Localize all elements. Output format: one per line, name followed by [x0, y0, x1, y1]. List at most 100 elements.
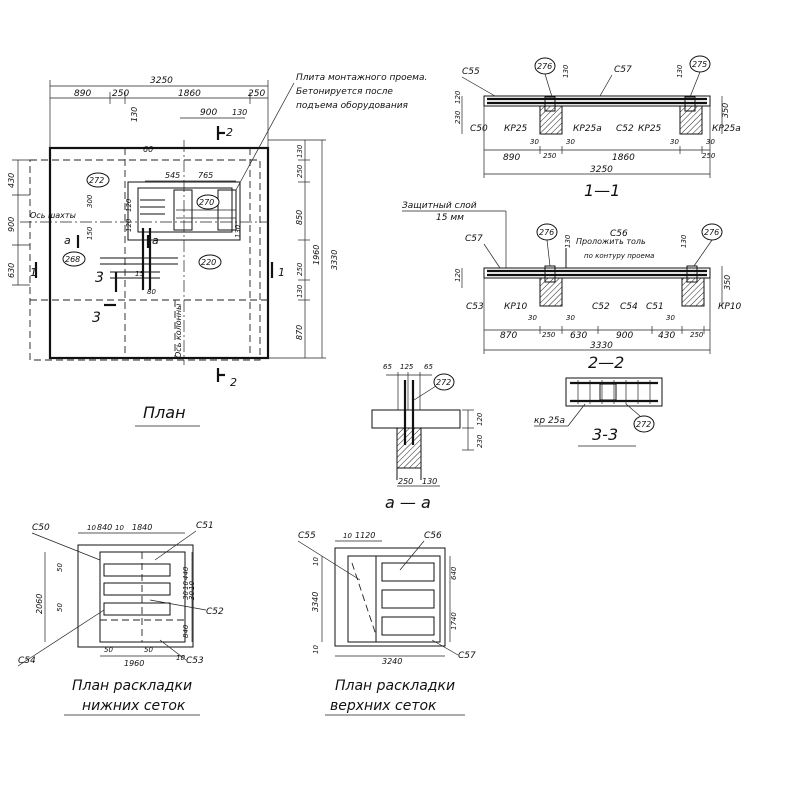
bubble-276: 276	[701, 223, 723, 241]
dim-1-1: 130	[562, 64, 570, 78]
dim-1-1: 30	[706, 138, 715, 146]
svg-text:220: 220	[201, 258, 216, 267]
dim-a-a: 125	[400, 363, 414, 371]
dim-lower-mesh: 1840	[132, 523, 152, 532]
dim-2-2: 130	[680, 234, 688, 248]
dim-lower-mesh: 2060	[35, 594, 44, 614]
plan-title: План	[143, 403, 186, 422]
bubble-268: 268	[62, 251, 86, 267]
dim-1-1: 250	[543, 152, 557, 160]
dim-plan-right: 250	[296, 262, 304, 276]
dim-plan-small: 120	[125, 198, 133, 212]
upper-mesh-title: верхних сеток	[330, 698, 437, 714]
dim-lower-mesh: 840	[97, 523, 112, 532]
dim-1-1: 130	[676, 64, 684, 78]
lower-mesh-plan: С50 С51 С52 С54 С53 10 840 10 1840 2060 …	[17, 521, 224, 716]
dim-lower-mesh: 440	[182, 566, 190, 580]
dim-2-2: 870	[500, 331, 517, 341]
label-c57: С57	[458, 651, 476, 661]
label-kp10: КР10	[504, 302, 528, 312]
note-tar-paper: Проложить толь	[576, 237, 646, 246]
support-1-1-right	[679, 105, 703, 135]
mesh-c52	[103, 582, 171, 596]
support-1-1-left	[539, 105, 563, 135]
mesh-c56	[381, 616, 435, 636]
dim-lower-mesh: 1960	[124, 659, 144, 668]
label-kp10: КР10	[718, 302, 742, 312]
dim-plan-top: 1860	[178, 89, 201, 99]
label-c57: С57	[614, 65, 632, 75]
svg-text:2: 2	[230, 376, 237, 389]
section-1-1: С55 С57 С50 КР25 КР25а С52 КР25 КР25а 27…	[454, 55, 741, 200]
dim-2-2: 900	[616, 331, 633, 341]
dim-1-1: 1860	[612, 153, 635, 163]
dim-upper-mesh: 10	[312, 557, 320, 566]
bubble-220: 220	[198, 254, 222, 270]
dim-a-a: 230	[476, 434, 484, 448]
dim-plan-right: 850	[295, 210, 304, 225]
label-c53: С53	[466, 302, 484, 312]
bubble-272: 272	[633, 415, 655, 433]
label-c56: С56	[610, 229, 628, 239]
dim-upper-mesh: 1120	[355, 531, 375, 540]
label-c51: С51	[196, 521, 214, 531]
dim-2-2: 430	[658, 331, 675, 341]
mesh-c56	[381, 562, 435, 582]
label-kp25a: КР25а	[573, 124, 602, 134]
dim-upper-mesh: 10	[312, 645, 320, 654]
dim-lower-mesh: 50	[56, 563, 64, 572]
slab-a-a	[371, 409, 461, 429]
dim-plan-60: 60	[143, 145, 153, 154]
upper-mesh-title: План раскладки	[335, 678, 455, 694]
dim-plan-right: 870	[295, 325, 304, 340]
label-c52: С52	[616, 124, 634, 134]
dim-2-2: 250	[542, 331, 556, 339]
dim-plan-left: 630	[7, 263, 16, 278]
dim-plan-545: 545	[165, 171, 180, 180]
dim-plan-right: 3330	[330, 250, 339, 270]
dim-a-a: 130	[422, 477, 437, 486]
upper-mesh-inner	[347, 555, 441, 643]
dim-2-2: 350	[723, 275, 732, 290]
plan-outer-slab	[48, 146, 270, 360]
svg-text:1: 1	[30, 266, 37, 279]
mesh-c52	[103, 563, 171, 577]
dim-lower-mesh: 30	[182, 591, 190, 600]
dim-2-2: 250	[690, 331, 704, 339]
dim-plan-right: 250	[296, 164, 304, 178]
dim-plan-130: 130	[232, 108, 247, 117]
svg-text:272: 272	[436, 378, 451, 387]
dim-plan-right: 130	[296, 144, 304, 158]
label-c55: С55	[462, 67, 480, 77]
dim-plan-765: 765	[198, 171, 213, 180]
label-c50: С50	[32, 523, 50, 533]
dim-lower-mesh: 50	[56, 603, 64, 612]
dim-plan-right: 130	[296, 284, 304, 298]
label-kp25a: КР25а	[712, 124, 741, 134]
dim-a-a: 250	[398, 477, 413, 486]
dim-2-2: 30	[528, 314, 537, 322]
dim-plan-130-vert: 130	[130, 107, 139, 122]
dim-upper-mesh: 10	[343, 532, 352, 540]
svg-text:3: 3	[92, 310, 101, 326]
dim-plan-top: 250	[112, 89, 129, 99]
dim-1-1: 230	[454, 110, 462, 124]
dim-2-2: 30	[666, 314, 675, 322]
dim-a-a: 65	[424, 363, 433, 371]
dim-1-1: 30	[566, 138, 575, 146]
dim-plan-small: 120	[125, 218, 133, 232]
svg-text:2: 2	[226, 126, 233, 139]
lower-mesh-title: нижних сеток	[82, 698, 186, 714]
plan-hidden-outline	[29, 159, 261, 361]
dim-2-2: 3330	[590, 341, 613, 351]
dim-2-2: 30	[566, 314, 575, 322]
section-3-3: кр 25а 272 3-3	[534, 377, 663, 447]
mesh-c56	[381, 589, 435, 609]
section-2-2: Защитный слой 15 мм Проложить толь по ко…	[402, 201, 742, 372]
svg-text:276: 276	[539, 228, 554, 237]
dim-upper-mesh: 1740	[450, 612, 458, 630]
dim-2-2: 130	[564, 234, 572, 248]
dim-lower-mesh: 50	[144, 646, 153, 654]
lower-mesh-title: План раскладки	[72, 678, 192, 694]
upper-mesh-outline	[334, 547, 446, 647]
